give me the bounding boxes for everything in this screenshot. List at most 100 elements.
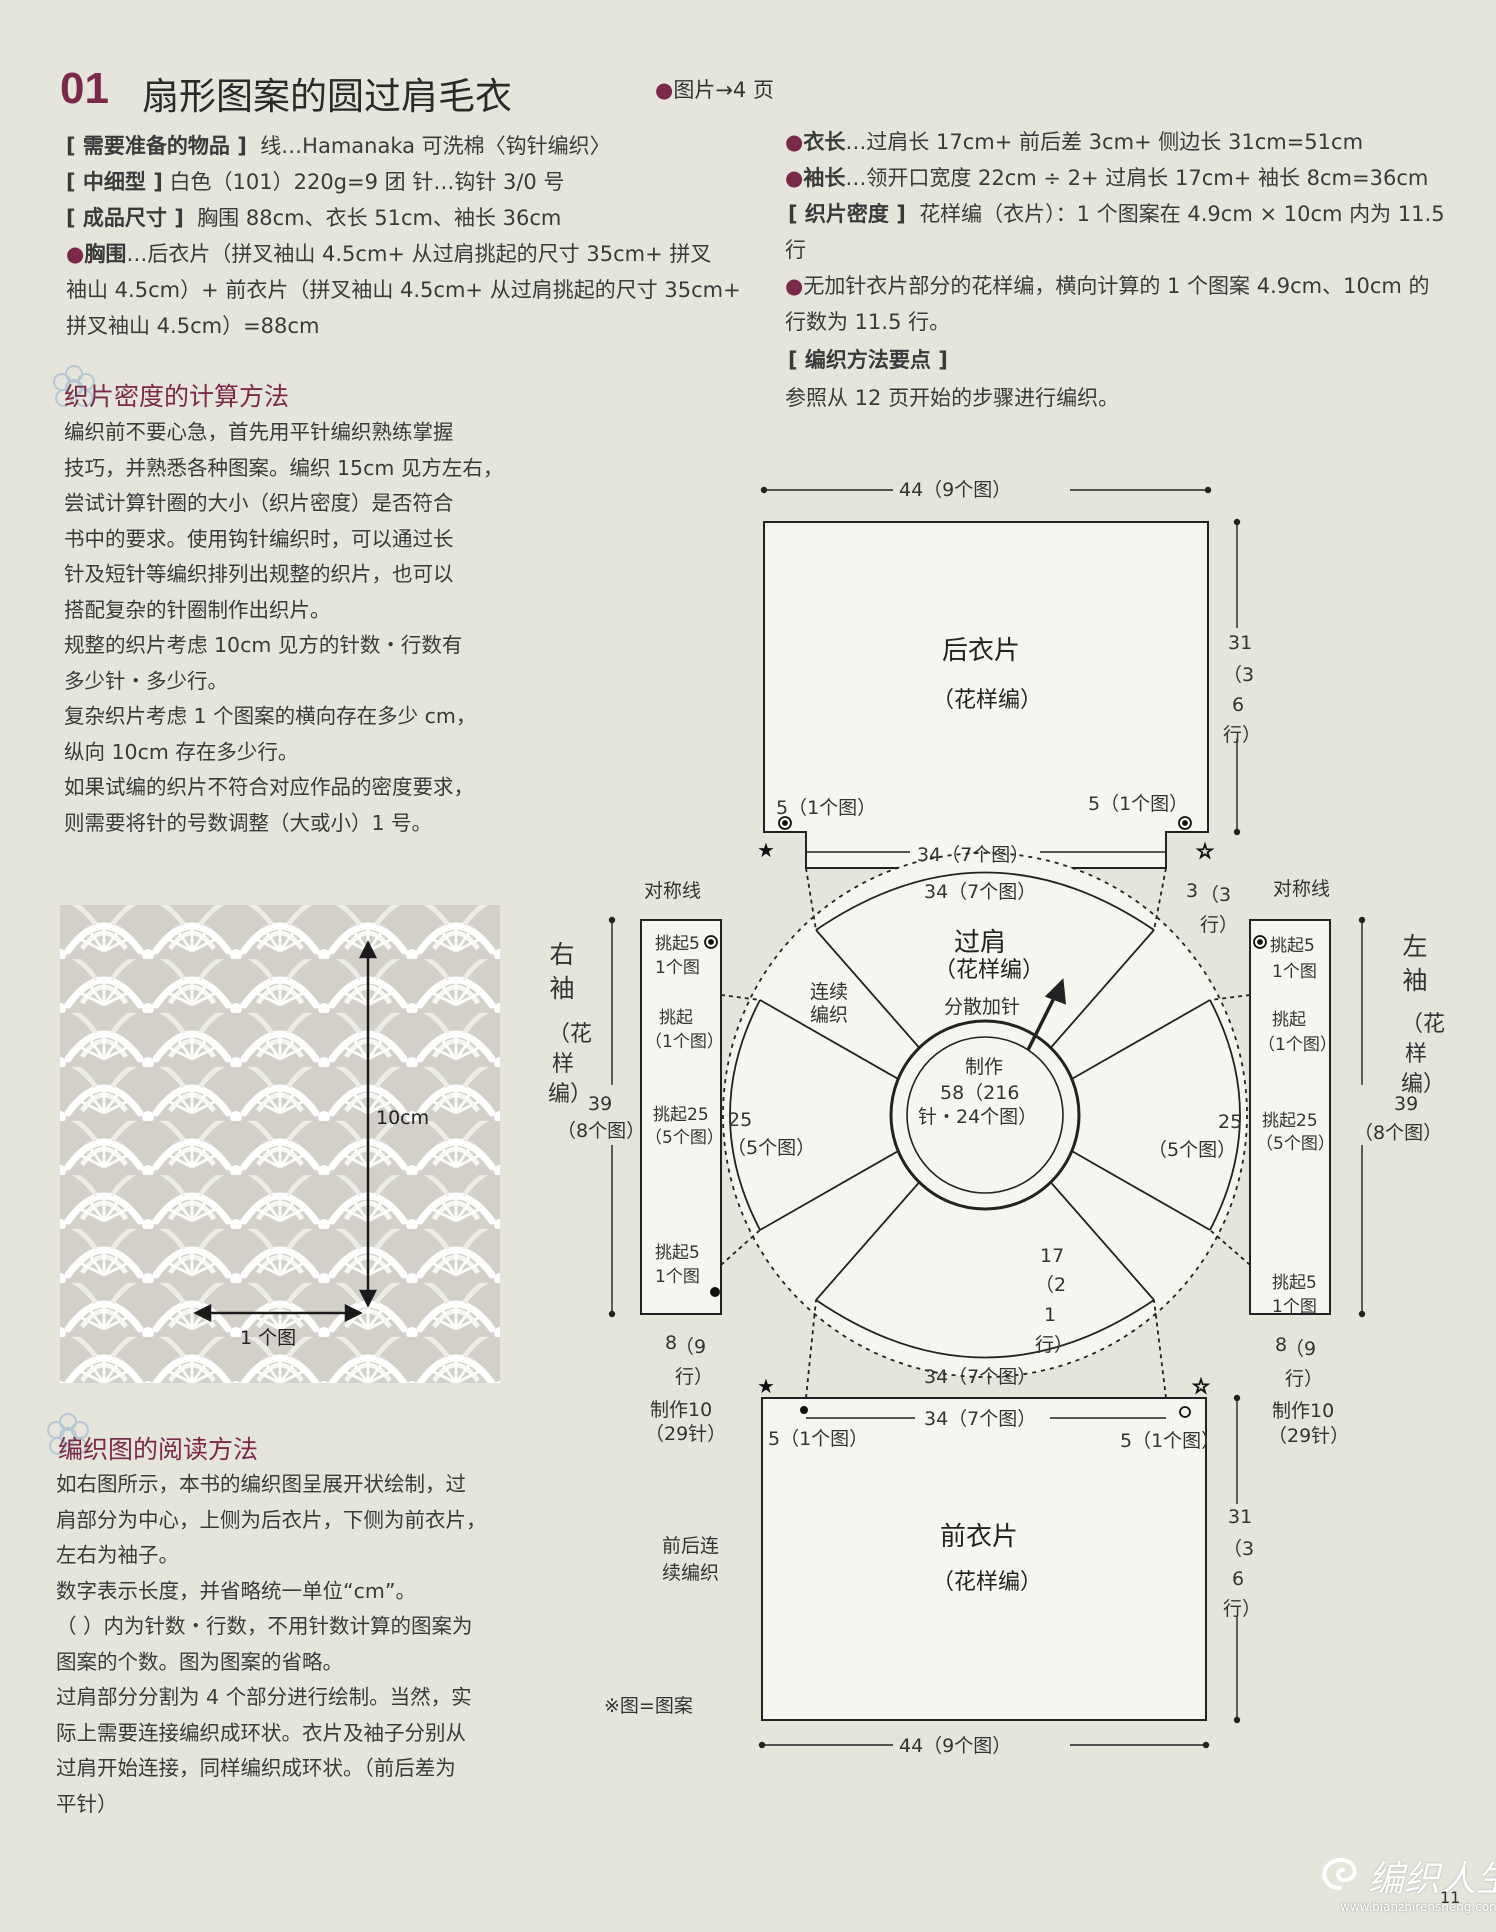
length-line: ●衣长…过肩长 17cm+ 前后差 3cm+ 侧边长 31cm=51cm	[785, 130, 1364, 154]
flower-ornament-icon	[53, 365, 95, 407]
yoke-sub: （花样编）	[934, 958, 1045, 983]
right-sleeve-sub: （花样编）	[548, 1022, 593, 1107]
materials-line-2: [ 中细型 ] 白色（101）220g=9 团 针…钩针 3/0 号	[66, 170, 565, 194]
bullet-icon: ●	[66, 242, 85, 266]
front-back-diff-rows: （3行）	[1200, 884, 1239, 936]
right-sleeve-pick5-top-sub: 1个图	[655, 958, 700, 978]
method-label: [ 编织方法要点 ]	[788, 348, 948, 372]
bullet-icon: ●	[785, 274, 804, 298]
front-back-diff-num: 3	[1186, 880, 1199, 902]
left-sleeve-pick5-top-sub: 1个图	[1272, 962, 1317, 982]
continuous-knit-label-2: 编织	[810, 1004, 849, 1026]
back-body-sub: （花样编）	[932, 688, 1043, 713]
bottom-width-label: 44（9个图）	[893, 1731, 1018, 1758]
right-sleeve-pick5-bottom: 挑起5	[655, 1243, 700, 1263]
yoke-bottom-label: 34（7个图）	[924, 1366, 1037, 1388]
yoke-side-left-sub: （5个图）	[727, 1137, 816, 1159]
neck-label-2: 58（216	[940, 1082, 1020, 1104]
left-cuff-num: 8	[1275, 1334, 1288, 1356]
flower-ornament-icon	[47, 1413, 89, 1455]
materials-line-1: [ 需要准备的物品 ] 线…Hamanaka 可洗棉〈钩针编织〉	[66, 134, 611, 158]
yoke-side-right-sub: （5个图）	[1148, 1139, 1237, 1161]
note-line-1: ●无加针衣片部分的花样编，横向计算的 1 个图案 4.9cm、10cm 的	[785, 274, 1430, 298]
right-sleeve-length: 39	[588, 1093, 613, 1115]
neck-inner	[906, 1036, 1064, 1194]
page-number: 11	[1440, 1888, 1461, 1907]
left-sleeve-pick5-top: 挑起5	[1270, 936, 1315, 956]
page-reference: ●图片→4 页	[655, 78, 774, 102]
yoke-increase-label: 分散加针	[944, 996, 1021, 1018]
star-outline-icon: ☆	[1192, 1374, 1210, 1398]
symmetry-line-right: 对称线	[1273, 878, 1331, 900]
materials-line-3: [ 成品尺寸 ] 胸围 88cm、衣长 51cm、袖长 36cm	[66, 206, 562, 230]
yoke-side-right-num: 25	[1218, 1111, 1243, 1133]
yoke-depth-num: 17	[1040, 1245, 1065, 1267]
left-sleeve-pick: 挑起	[1272, 1010, 1306, 1030]
left-sleeve-pick5-bottom-sub: 1个图	[1272, 1297, 1317, 1317]
gauge-line-2: 行	[785, 238, 806, 262]
yoke-depth-rows: （21行）	[1035, 1274, 1074, 1356]
top-width-label: 44（9个图）	[893, 475, 1018, 502]
bullet-icon: ●	[785, 130, 804, 154]
right-sleeve-pick5-bottom-sub: 1个图	[655, 1267, 700, 1287]
right-sleeve-pick25-sub: （5个图）	[645, 1128, 724, 1148]
legend-note: ※图=图案	[604, 1695, 693, 1717]
right-sleeve-title: 右袖	[549, 940, 575, 1003]
right-cuff-num: 8	[665, 1332, 678, 1354]
page-title: 扇形图案的圆过肩毛衣	[142, 75, 512, 118]
left-sleeve-length-sub: （8个图）	[1354, 1122, 1443, 1144]
right-sleeve-outline	[640, 919, 722, 1315]
left-make10: 制作10	[1272, 1400, 1335, 1422]
yoke-side-left-num: 25	[728, 1109, 753, 1131]
chest-line-1: ●胸围…后衣片（拼叉袖山 4.5cm+ 从过肩挑起的尺寸 35cm+ 拼叉	[66, 242, 712, 266]
star-marker-icon: ★	[757, 1374, 775, 1398]
sleeve-length-line: ●袖长…领开口宽度 22cm ÷ 2+ 过肩长 17cm+ 袖长 8cm=36c…	[785, 166, 1429, 190]
swatch-photo	[60, 905, 500, 1383]
left-sleeve-sub: （花样编）	[1401, 1012, 1446, 1097]
watermark-url: www.bianzhirensheng.com	[1340, 1900, 1496, 1914]
note-line-2: 行数为 11.5 行。	[785, 310, 951, 334]
yoke-title: 过肩	[954, 928, 1007, 958]
left-sleeve-outline	[1249, 919, 1331, 1315]
front-body-sub: （花样编）	[932, 1570, 1043, 1595]
yoke-top-label: 34（7个图）	[924, 881, 1037, 903]
back-body-title: 后衣片	[942, 636, 1021, 666]
section-heading-reading: 编织图的阅读方法	[58, 1435, 259, 1464]
front-back-continuous-2: 续编织	[662, 1562, 720, 1584]
left-sleeve-length: 39	[1394, 1093, 1419, 1115]
chest-line-3: 拼叉袖山 4.5cm）=88cm	[66, 314, 320, 338]
method-text: 参照从 12 页开始的步骤进行编织。	[785, 386, 1120, 410]
front-side-num: 31	[1228, 1506, 1253, 1528]
front-back-continuous-1: 前后连	[662, 1535, 720, 1557]
continuous-knit-label-1: 连续	[810, 981, 849, 1003]
back-pickup-label: 34（7个图）	[917, 844, 1030, 866]
bullet-icon: ●	[785, 166, 804, 190]
symmetry-line-left: 对称线	[644, 880, 702, 902]
left-sleeve-pick25: 挑起25	[1262, 1111, 1318, 1131]
star-marker-icon: ★	[757, 838, 775, 862]
left-make10-sub: （29针）	[1268, 1425, 1350, 1447]
left-sleeve-pick25-sub: （5个图）	[1256, 1134, 1335, 1154]
front-corner-right-label: 5（1个图）	[1120, 1430, 1221, 1452]
right-cuff-rows: （9行）	[675, 1336, 714, 1388]
swatch-10cm-label: 10cm	[376, 1107, 430, 1129]
front-pickup-label: 34（7个图）	[924, 1408, 1037, 1430]
watermark-swirl-icon	[1322, 1858, 1357, 1890]
right-make10: 制作10	[650, 1399, 713, 1421]
section-body-gauge: 编织前不要心急，首先用平针编织熟练掌握 技巧，并熟悉各种图案。编织 15cm 见…	[64, 420, 504, 835]
swatch-1-motif-label: 1 个图	[240, 1327, 297, 1349]
right-sleeve-pick25: 挑起25	[653, 1105, 709, 1125]
neck-label-3: 针・24个图）	[918, 1106, 1038, 1128]
front-corner-left-label: 5（1个图）	[768, 1428, 869, 1450]
right-sleeve-pick-sub: （1个图）	[645, 1032, 724, 1052]
left-sleeve-pick5-bottom: 挑起5	[1272, 1273, 1317, 1293]
section-heading-gauge: 织片密度的计算方法	[64, 382, 290, 411]
back-side-rows: （36行）	[1223, 664, 1262, 746]
section-body-reading: 如右图所示，本书的编织图呈展开状绘制，过 肩部分为中心，上侧为后衣片，下侧为前衣…	[56, 1472, 487, 1816]
watermark-text: 编织人生	[1368, 1859, 1496, 1900]
front-side-rows: （36行）	[1223, 1538, 1262, 1620]
star-outline-icon: ☆	[1196, 839, 1214, 863]
back-side-num: 31	[1228, 632, 1253, 654]
right-sleeve-pick: 挑起	[659, 1008, 693, 1028]
